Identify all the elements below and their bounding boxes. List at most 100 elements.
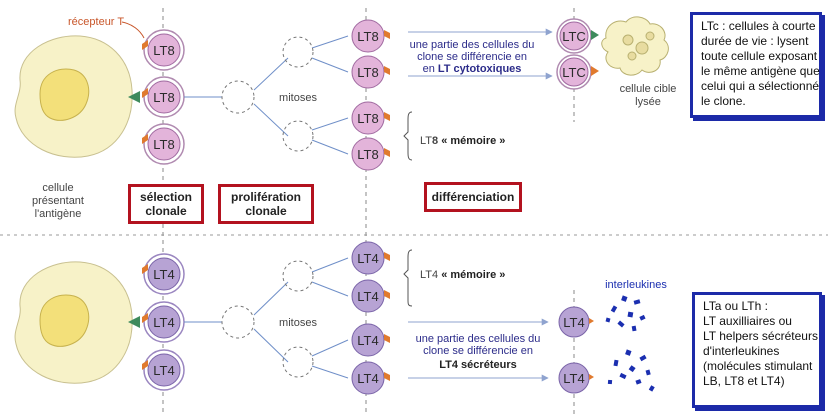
ltc-cell: LTC <box>556 18 599 54</box>
note-line: LT helpers sécréteurs <box>703 329 818 343</box>
nucleus <box>39 68 90 121</box>
svg-text:LTC: LTC <box>562 29 586 44</box>
dividing-cell <box>282 120 314 152</box>
apc-label-line: l'antigène <box>35 208 82 220</box>
target-cell-label: lysée <box>635 96 661 108</box>
svg-text:LT4: LT4 <box>153 363 174 378</box>
dividing-cell <box>282 36 314 68</box>
mitoses-label: mitoses <box>279 317 317 329</box>
diff-text-bottom-2: clone se différencie en <box>423 345 533 357</box>
lt8-cell: LT8 <box>142 123 185 165</box>
svg-text:LT4: LT4 <box>563 371 584 386</box>
ltc-cell: LTC <box>556 54 599 90</box>
memory-bracket <box>403 249 413 307</box>
svg-text:LT4: LT4 <box>563 315 584 330</box>
diff-text-top-1: une partie des cellules du <box>410 39 535 51</box>
dividing-cell <box>221 80 255 114</box>
t-receptor-icon <box>142 313 148 323</box>
proliferation-clonale-box: prolifération clonale <box>218 184 314 224</box>
lysed-target-cell <box>601 16 669 76</box>
step-label: clonale <box>245 204 287 218</box>
proliferation-tree-bottom <box>184 257 349 379</box>
diff-text-top-2: clone se différencie en <box>417 51 527 63</box>
svg-text:LT4: LT4 <box>357 371 378 386</box>
proliferation-tree-top <box>184 35 349 155</box>
note-line: LTa ou LTh : <box>703 299 768 313</box>
lt4-secretor-cell: LT4 <box>558 362 594 394</box>
lt8-clone-cell: LT8 <box>351 101 390 135</box>
memory-bracket <box>403 111 413 161</box>
note-line: celui qui a sélectionné <box>701 79 820 93</box>
lt4-cell: LT4 <box>142 349 185 391</box>
step-label: prolifération <box>230 190 301 204</box>
receptor-pointer <box>121 21 145 39</box>
dividing-cell <box>282 260 314 292</box>
lt4-cell: LT4 <box>142 253 185 295</box>
step-label: clonale <box>145 204 187 218</box>
lt8-cell-selected: LT8 <box>142 76 185 118</box>
interleukins-label: interleukines <box>605 279 667 291</box>
target-cell-label: cellule cible <box>620 83 677 95</box>
t-receptor-icon <box>142 88 148 98</box>
note-line: LB, LT8 et LT4) <box>703 374 785 388</box>
lt4-clone-cell: LT4 <box>351 241 390 275</box>
svg-text:LT4: LT4 <box>153 267 174 282</box>
note-line: d'interleukines <box>703 344 780 358</box>
lt8-cell: LT8 <box>142 29 185 71</box>
note-line: le clone. <box>701 94 746 108</box>
svg-text:LT8: LT8 <box>153 137 174 152</box>
dividing-cell <box>221 305 255 339</box>
svg-text:LT8: LT8 <box>357 111 378 126</box>
antigen-marker <box>128 316 140 328</box>
antigen-presenting-cell-bottom <box>14 261 133 384</box>
memory-label-bottom: LT4 « mémoire » <box>420 269 505 281</box>
note-line: LT auxilliaires ou <box>703 314 792 328</box>
svg-text:LTC: LTC <box>562 65 586 80</box>
ltc-note-box: LTc : cellules à courte durée de vie : l… <box>690 12 822 118</box>
step-label: différenciation <box>431 190 515 204</box>
lta-note-box: LTa ou LTh : LT auxilliaires ou LT helpe… <box>692 292 822 408</box>
diff-text-top-3: en LT cytotoxiques <box>423 63 522 75</box>
interleukin-molecules <box>605 295 655 392</box>
lt4-clone-cell: LT4 <box>351 279 390 313</box>
t-receptor-icon <box>142 264 148 274</box>
lt4-cell-selected: LT4 <box>142 301 185 343</box>
lt4-secretor-cell: LT4 <box>558 306 594 338</box>
diff-text-bottom-1: une partie des cellules du <box>416 333 541 345</box>
differenciation-box: différenciation <box>424 182 522 212</box>
t-receptor-icon <box>142 360 148 370</box>
svg-text:LT8: LT8 <box>357 65 378 80</box>
note-line: le même antigène que <box>701 64 820 78</box>
lt4-clone-cell: LT4 <box>351 323 390 357</box>
antigen-presenting-cell-top <box>14 35 133 158</box>
svg-text:LT8: LT8 <box>153 43 174 58</box>
svg-text:LT4: LT4 <box>153 315 174 330</box>
dividing-cell <box>282 346 314 378</box>
selection-clonale-box: sélection clonale <box>128 184 204 224</box>
svg-text:LT8: LT8 <box>357 29 378 44</box>
svg-text:LT4: LT4 <box>357 251 378 266</box>
svg-text:LT4: LT4 <box>357 333 378 348</box>
mitoses-label: mitoses <box>279 92 317 104</box>
t-receptor-icon <box>142 40 148 50</box>
note-line: toute cellule exposant <box>701 49 818 63</box>
apc-label-line: présentant <box>32 195 84 207</box>
svg-text:LT8: LT8 <box>153 90 174 105</box>
t-receptor-icon <box>142 134 148 144</box>
lt8-clone-cell: LT8 <box>351 137 390 171</box>
note-line: (molécules stimulant <box>703 359 813 373</box>
apc-label-line: cellule <box>42 182 73 194</box>
diff-text-bottom-3: LT4 sécréteurs <box>439 359 516 371</box>
svg-text:LT4: LT4 <box>357 289 378 304</box>
note-line: LTc : cellules à courte <box>701 19 816 33</box>
lt4-clone-cell: LT4 <box>351 361 390 395</box>
lt8-clone-cell: LT8 <box>351 55 390 89</box>
nucleus <box>39 294 90 347</box>
step-label: sélection <box>139 190 193 204</box>
lt8-clone-cell: LT8 <box>351 19 390 53</box>
note-line: durée de vie : lysent <box>701 34 809 48</box>
antigen-marker <box>128 91 140 103</box>
receptor-label: récepteur T <box>68 16 124 28</box>
svg-text:LT8: LT8 <box>357 147 378 162</box>
